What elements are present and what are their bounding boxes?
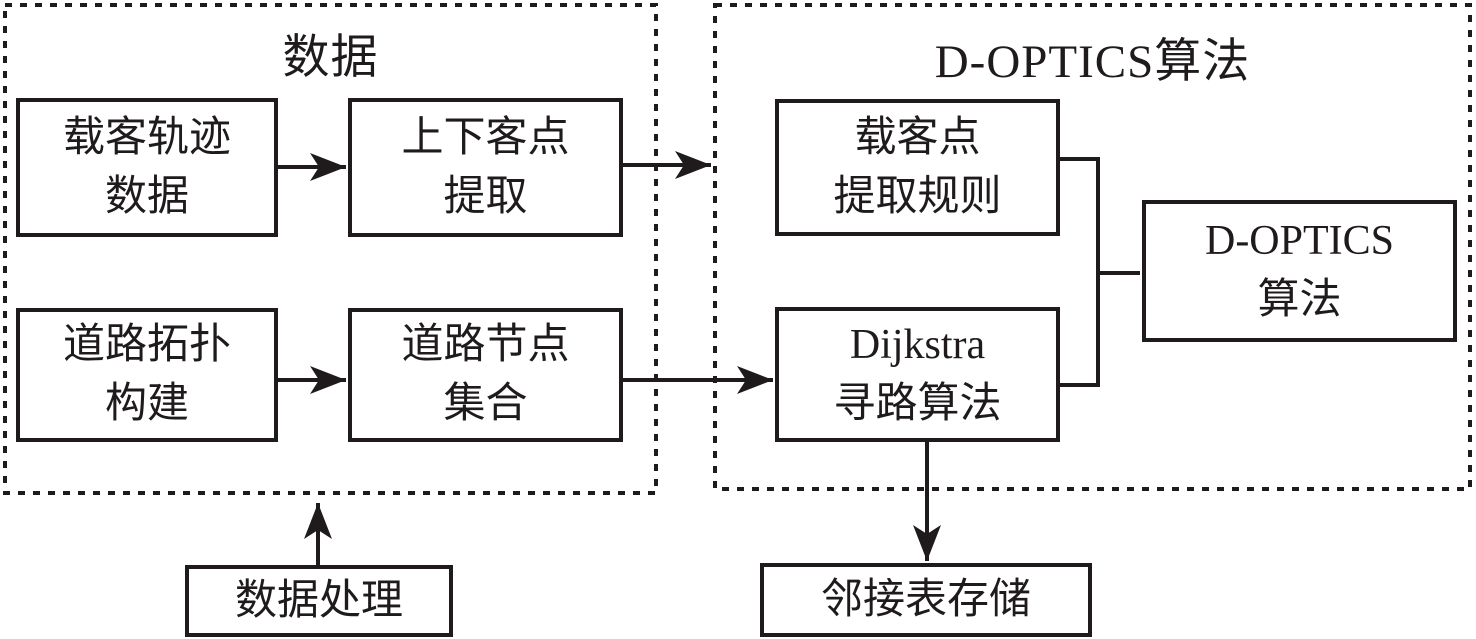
connector-merge-bracket: [1060, 157, 1100, 387]
node-road-node-set: 道路节点 集合: [348, 308, 623, 442]
node-road-topology: 道路拓扑 构建: [16, 308, 278, 442]
node-pickup-dropoff-extraction: 上下客点 提取: [348, 98, 623, 237]
doptics-group-frame: [713, 3, 1472, 491]
node-trajectory-data: 载客轨迹 数据: [16, 98, 278, 237]
node-doptics-algorithm: D-OPTICS 算法: [1142, 200, 1457, 342]
node-data-processing: 数据处理: [185, 565, 453, 637]
node-pickup-rules: 载客点 提取规则: [775, 99, 1060, 236]
data-group-title: 数据: [282, 32, 379, 84]
node-adjacency-list-storage: 邻接表存储: [760, 563, 1092, 637]
doptics-group-title: D-OPTICS算法: [934, 36, 1251, 88]
node-dijkstra: Dijkstra 寻路算法: [775, 307, 1060, 442]
